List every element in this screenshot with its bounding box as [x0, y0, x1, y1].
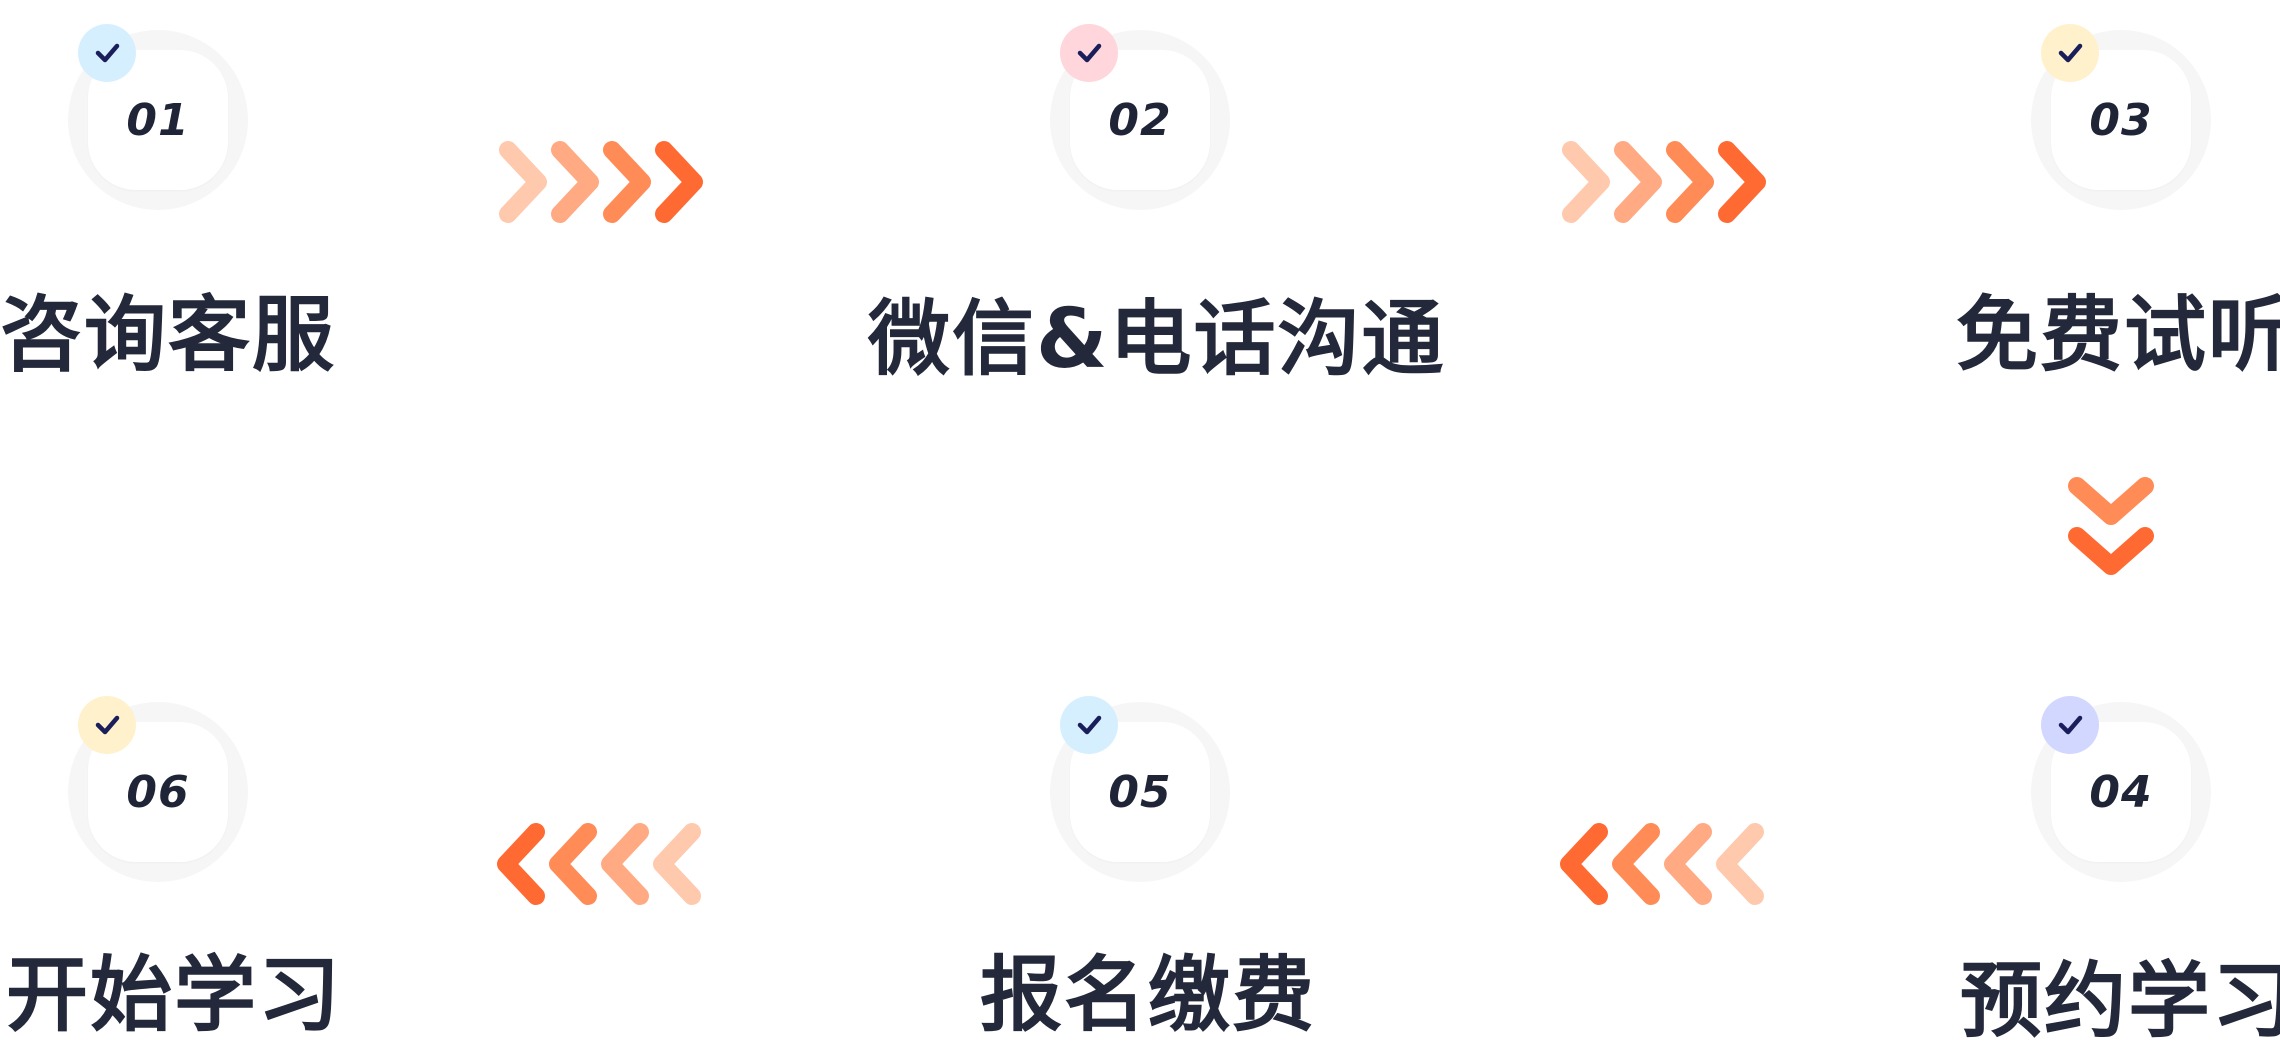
step-number: 01	[126, 94, 190, 146]
step-label: 开始学习	[6, 948, 343, 1043]
chevron-arrows-icon	[499, 141, 703, 223]
step-badge: 01	[68, 24, 248, 210]
step-badge: 02	[1050, 24, 1230, 210]
check-icon	[1060, 696, 1118, 754]
check-icon	[1060, 24, 1118, 82]
check-icon	[78, 24, 136, 82]
chevron-down-arrows-icon	[2068, 477, 2154, 575]
step-label: 报名缴费	[980, 948, 1317, 1043]
step-badge: 05	[1050, 696, 1230, 882]
step-badge: 03	[2031, 24, 2211, 210]
step-badge: 06	[68, 696, 248, 882]
step-number: 03	[2089, 94, 2153, 146]
step-number: 04	[2089, 766, 2153, 818]
step-label: 咨询客服	[0, 288, 337, 383]
step-number: 05	[1108, 766, 1172, 818]
check-icon	[2041, 24, 2099, 82]
step-label: 微信&电话沟通	[868, 292, 1446, 387]
chevron-arrows-icon	[1562, 141, 1766, 223]
chevron-arrows-left-icon	[1560, 823, 1764, 905]
chevron-arrows-left-icon	[497, 823, 701, 905]
step-number: 06	[126, 766, 190, 818]
check-icon	[78, 696, 136, 754]
step-number: 02	[1108, 94, 1172, 146]
step-label: 免费试听	[1956, 288, 2280, 383]
step-label: 预约学习	[1960, 954, 2280, 1049]
check-icon	[2041, 696, 2099, 754]
step-badge: 04	[2031, 696, 2211, 882]
